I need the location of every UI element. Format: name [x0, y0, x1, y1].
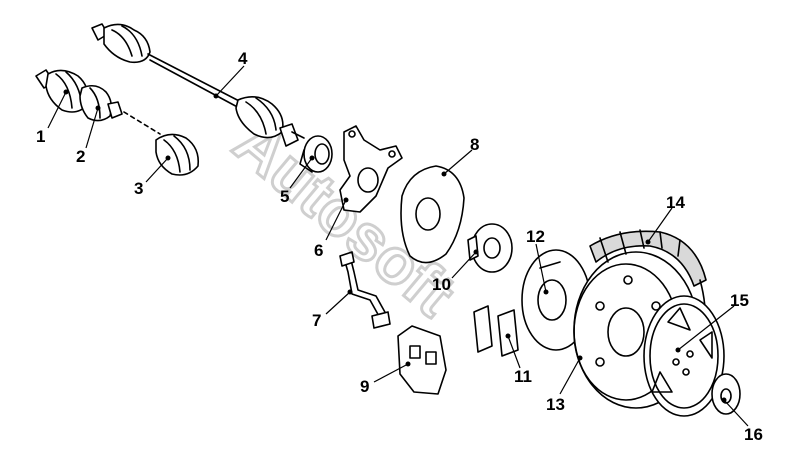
- part-3-cv-boot: [155, 133, 200, 176]
- callout-4: 4: [238, 49, 248, 68]
- part-8-dust-shield: [400, 165, 465, 264]
- callout-15: 15: [730, 291, 749, 310]
- part-9-brake-caliper: [397, 325, 447, 395]
- part-6-steering-knuckle: [339, 125, 403, 213]
- part-11-brake-pads: [473, 305, 519, 357]
- part-10-wheel-hub: [467, 223, 513, 273]
- callout-16: 16: [744, 425, 763, 444]
- callout-11: 11: [514, 367, 532, 386]
- callout-12: 12: [526, 227, 545, 246]
- callout-7: 7: [312, 311, 321, 330]
- callout-10: 10: [432, 275, 451, 294]
- callout-9: 9: [360, 377, 369, 396]
- leader-lines: [47, 65, 749, 427]
- callout-14: 14: [666, 193, 685, 212]
- callout-labels: 1 2 3 4 5 6 7 8 9 10 11 12 13 14 15 16: [36, 49, 763, 444]
- callout-6: 6: [314, 241, 323, 260]
- part-15-wheel-cover: [643, 295, 725, 417]
- callout-2: 2: [76, 147, 85, 166]
- callout-1: 1: [36, 127, 45, 146]
- callout-13: 13: [546, 395, 565, 414]
- part-1-2-inner-joint: [35, 69, 161, 135]
- part-5-bearing: [299, 135, 333, 173]
- part-4-drive-shaft: [91, 23, 305, 147]
- callout-8: 8: [470, 135, 479, 154]
- part-16-center-cap: [711, 373, 741, 415]
- callout-3: 3: [134, 179, 143, 198]
- callout-5: 5: [280, 187, 289, 206]
